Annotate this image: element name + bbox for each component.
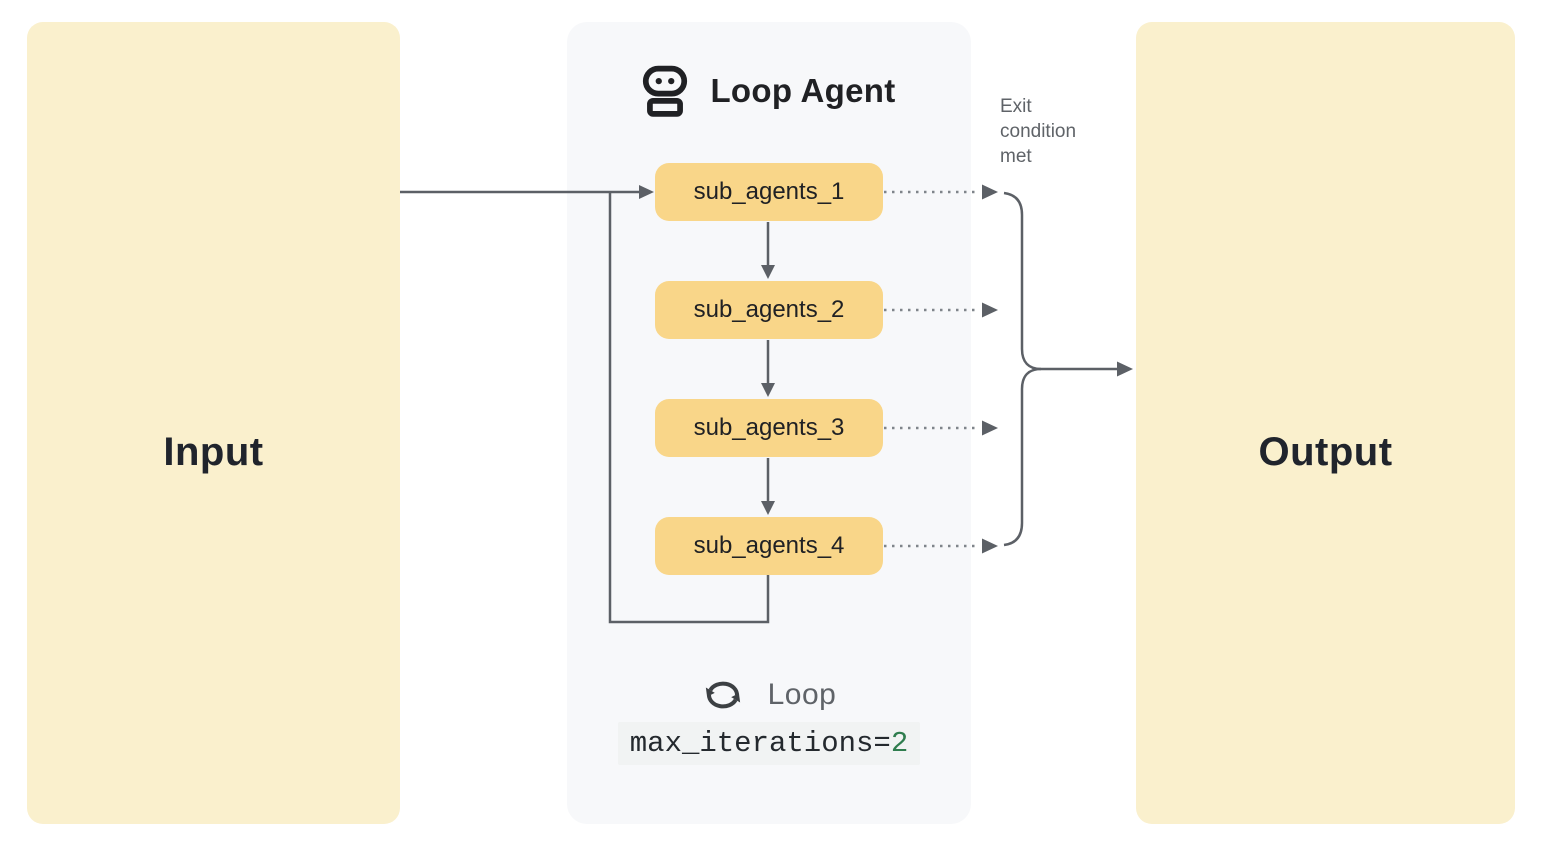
max-iterations-code: max_iterations=2 [617,722,921,765]
input-label: Input [163,429,264,474]
sub-agent-box-4: sub_agents_4 [655,517,883,575]
robot-icon [643,65,688,117]
sub-agent-label-1: sub_agents_1 [693,178,845,205]
loop-icon [705,681,740,709]
exit-arrowhead-3 [982,420,998,436]
output-label: Output [1258,429,1393,474]
sub-agent-box-3: sub_agents_3 [655,399,883,457]
exit-arrowhead-4 [982,538,998,554]
code-value: 2 [890,727,909,760]
collector-brace-top [1003,191,1042,371]
loop-row: Loop [567,672,971,718]
exit-arrowhead-2 [982,302,998,318]
exit-arrowhead-1 [982,184,998,200]
sub-agent-label-2: sub_agents_2 [693,296,845,323]
code-text: max_iterations= [629,727,891,760]
sub-agent-box-2: sub_agents_2 [655,281,883,339]
collector-brace-bottom [1003,367,1042,547]
sub-agent-label-3: sub_agents_3 [693,414,845,441]
output-arrowhead [1117,361,1133,377]
exit-condition-note: Exit condition met [1000,96,1077,167]
sub-agent-box-1: sub_agents_1 [655,163,883,221]
output-box: Output [1136,22,1515,824]
loop-label: Loop [767,678,837,711]
input-box: Input [27,22,400,824]
loop-agent-header: Loop Agent [567,62,971,120]
loop-agent-title: Loop Agent [710,72,896,109]
sub-agent-label-4: sub_agents_4 [693,532,845,559]
code-row: max_iterations=2 [567,722,971,765]
